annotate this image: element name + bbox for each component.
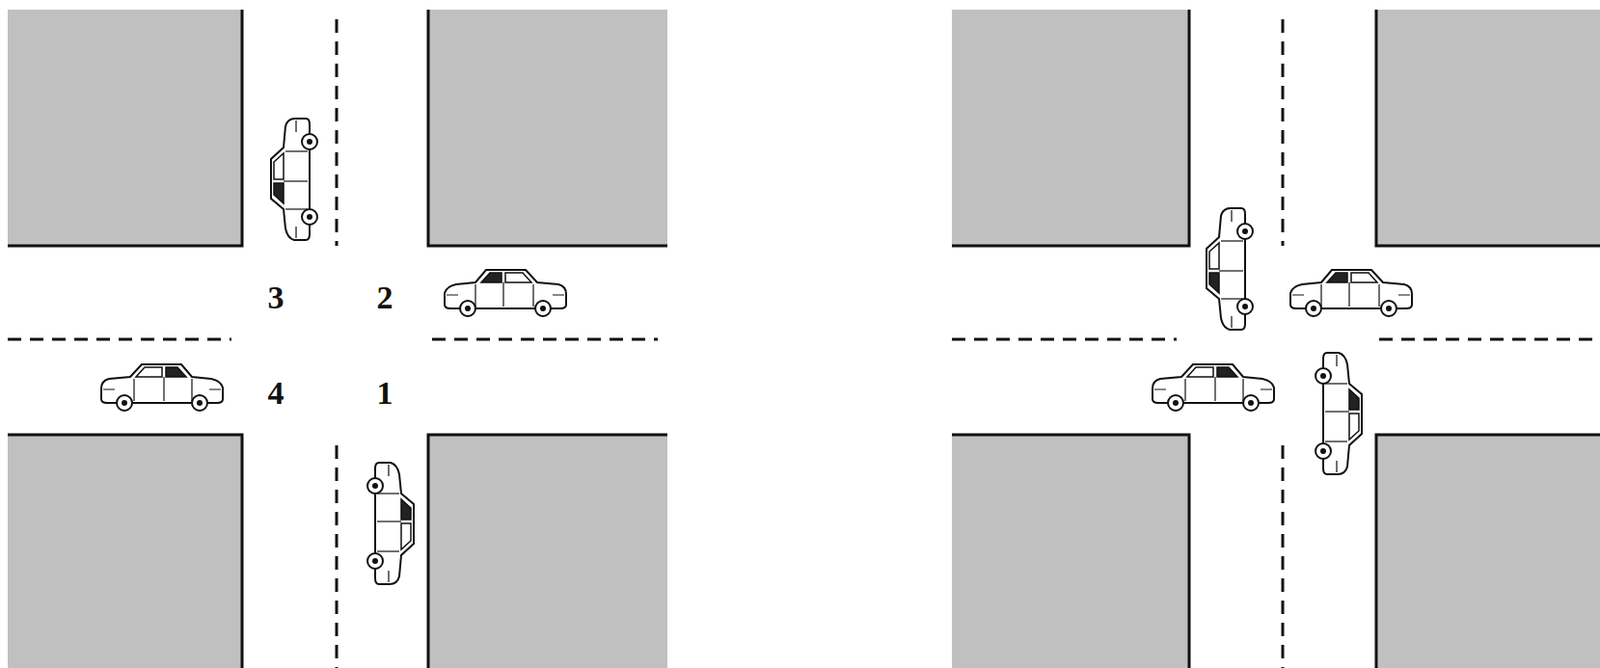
quadrant-number: 2 (377, 281, 394, 315)
quadrant-number: 3 (268, 281, 285, 315)
quadrant-number: 1 (377, 377, 394, 410)
right-panel (951, 9, 1600, 668)
quadrant-number: 4 (268, 377, 285, 410)
left-panel (7, 9, 668, 668)
